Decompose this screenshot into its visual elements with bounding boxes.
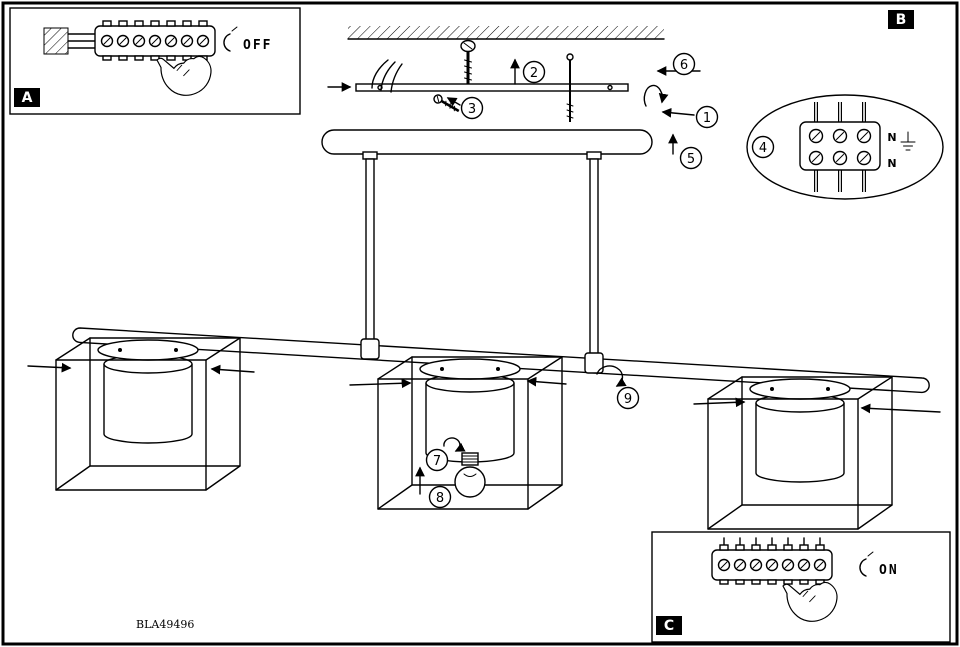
svg-text:3: 3 [468,102,476,117]
mounting-bracket [327,39,629,122]
neutral-label-top: N [887,131,896,144]
terminal-strip-icon [95,21,215,60]
svg-text:7: 7 [433,454,441,469]
mounting-screw-icon [460,39,476,84]
long-screw-icon [566,53,574,122]
svg-text:A: A [22,90,33,106]
step-7-badge: 7 [425,448,449,472]
svg-text:4: 4 [759,141,767,156]
cage2-right-arrow [526,376,567,387]
inset-panel-c: ON C [651,531,951,643]
suspension-rod-left [365,158,375,344]
inset-panel-a: OFF A [9,7,301,115]
step-5-badge: 5 [679,146,703,170]
earth-ground-icon [900,131,916,151]
step-2-badge: 2 [522,60,546,84]
on-label: ON [879,563,899,578]
panel-a-badge: A [14,88,40,107]
cage-lamp-1 [55,337,241,491]
fixture-bar [72,327,930,394]
cage-lamp-3 [707,376,893,530]
wires-icon [723,537,821,546]
svg-text:9: 9 [624,392,632,407]
svg-text:5: 5 [687,152,695,167]
step-1-badge: 1 [695,105,719,129]
supply-wires-icon [371,59,403,93]
rod-clamp-right [584,352,604,374]
twist-arrow-icon [596,365,627,387]
step-4-badge: 4 [751,135,775,159]
step-1-arrow [661,107,695,118]
suspension-rod-right [589,158,599,356]
step-8-badge: 8 [428,485,452,509]
step-3-arrow [446,97,461,107]
rotate-arrow-icon [643,84,669,107]
svg-text:1: 1 [703,111,711,126]
svg-text:8: 8 [436,491,444,506]
cage1-left-arrow [27,362,72,373]
cable-sheath-icon [43,27,69,55]
svg-text:2: 2 [530,66,538,81]
neutral-label-bottom: N [887,157,896,170]
ceiling-hatch [347,26,665,40]
cage3-right-arrow [860,403,941,414]
cage1-right-arrow [210,364,255,375]
panel-c-badge: C [656,616,682,635]
panel-b-badge: B [888,10,914,29]
off-label: OFF [243,38,272,53]
bulb-twist-arrow [443,437,466,452]
power-off-icon [223,26,238,52]
part-number: BLA49496 [136,618,194,631]
power-on-icon [859,551,874,577]
svg-text:C: C [664,618,674,634]
cage3-left-arrow [693,397,746,408]
small-screw-icon [433,94,460,113]
canopy-bar [321,129,653,160]
wiring-detail-callout: N N [746,94,944,200]
svg-text:B: B [896,12,907,28]
light-bulb-icon [454,452,486,498]
wires-icon [67,33,96,49]
step-9-badge: 9 [616,386,640,410]
terminal-block-icon [799,102,881,192]
step-6-badge: 6 [672,52,696,76]
rod-clamp-left [360,338,380,360]
terminal-strip-icon [712,545,832,584]
cage2-left-arrow [349,378,412,389]
step-3-badge: 3 [460,96,484,120]
svg-text:6: 6 [680,58,688,73]
